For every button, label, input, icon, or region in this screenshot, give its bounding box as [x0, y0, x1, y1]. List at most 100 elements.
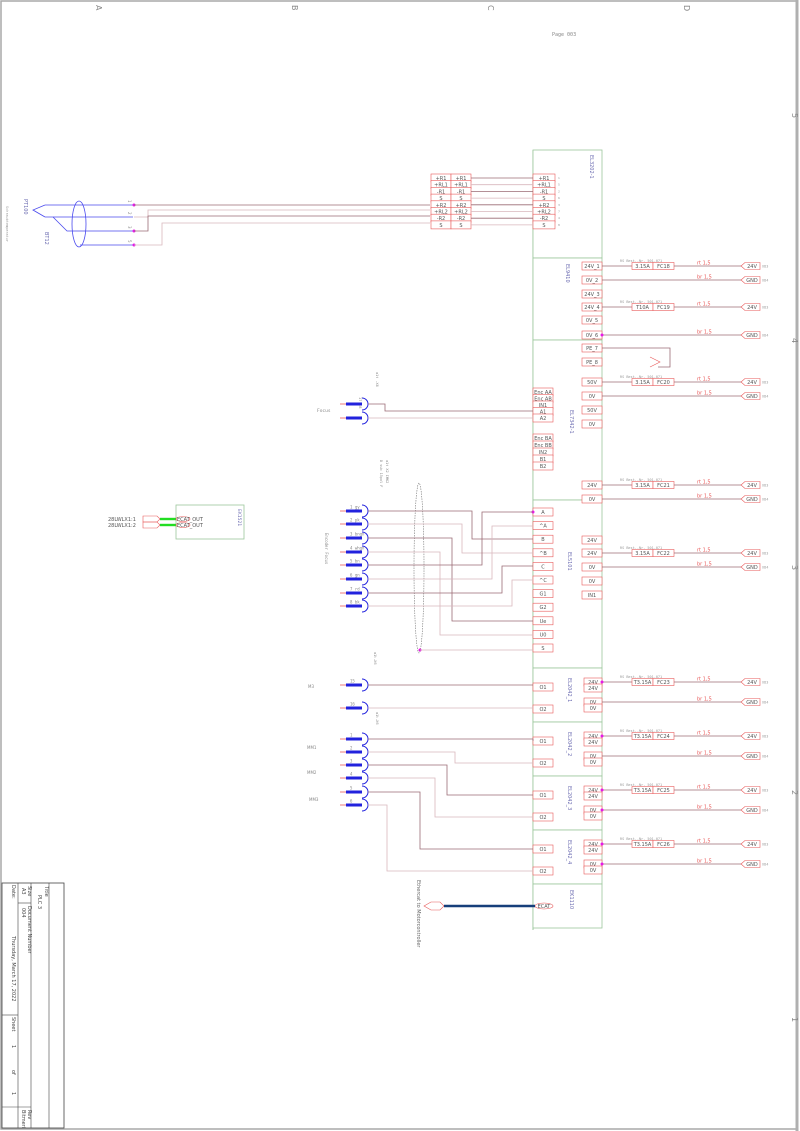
module-pin: 0V: [589, 579, 596, 585]
module-pin: A1: [540, 410, 547, 416]
module-pin-box: [581, 315, 603, 325]
rail-gnd-label: GND: [746, 565, 758, 571]
rail-24v-ref: XD3: [762, 306, 768, 310]
module-pin: 24V: [587, 551, 597, 557]
plug-pin-label: 5: [350, 786, 353, 791]
module-pin: O1: [539, 793, 546, 799]
module-id: EL3202-1: [588, 155, 594, 179]
size-value: A3: [20, 888, 26, 895]
module-pin-box: [581, 419, 603, 429]
plug-pin-label: 6: [350, 799, 353, 804]
encoder-label: Encoder Focus: [324, 533, 329, 565]
docnum-value: 004: [20, 908, 26, 918]
rail-gnd-label: GND: [746, 700, 758, 706]
module-pin: IN2: [539, 450, 547, 456]
module-pin: 0V: [590, 868, 597, 874]
encoder-cable-label-2: D sub 15pol F: [379, 460, 383, 487]
wire: [368, 523, 533, 554]
rail-24v-ref: XD3: [762, 789, 768, 793]
date-value: Thursday, March 17, 2022: [10, 935, 16, 1002]
module-pin-box: [532, 643, 554, 653]
wire: [368, 403, 533, 412]
rail-24v-label: 24V: [747, 734, 757, 740]
ek1521-input-1: 28LWLX1:1: [108, 517, 136, 523]
module-pin: G2: [539, 605, 546, 611]
module-pin-box: [583, 737, 603, 747]
pin-number: 8: [558, 223, 560, 227]
wire-spec: br 1,5: [697, 494, 712, 500]
fuse-rating: 3.15A: [635, 551, 650, 557]
junction-dot: [600, 788, 604, 792]
wire: [368, 551, 533, 636]
rail-24v-connector: [740, 262, 761, 270]
module-id: EL2042_2: [566, 732, 572, 756]
plug-socket: [361, 586, 369, 600]
module-pin: +RL2: [537, 210, 551, 216]
module-pin-box: [581, 576, 603, 586]
terminal-left: S: [439, 196, 442, 202]
terminal-right: +R1: [456, 176, 467, 182]
plug-pin-label: 3 bngn: [350, 532, 365, 537]
wire-spec: rt 1,5: [697, 480, 711, 486]
junction-dot: [600, 333, 604, 337]
module-id: EL2042_3: [566, 786, 572, 810]
module-pin: O2: [539, 761, 546, 767]
row-marker-1: 1: [790, 1017, 799, 1022]
wire: [368, 764, 533, 796]
focus-connector: Focus a1t -X6 17 18: [317, 372, 379, 414]
fuse-order-number: RS Best.-Nr. 501-071: [620, 675, 662, 679]
rail-gnd-connector: [740, 331, 761, 339]
ecat-out-port-1: [175, 516, 191, 522]
module-pin: Ue: [540, 619, 547, 625]
module-pin: O1: [539, 685, 546, 691]
fuse-name: FC20: [657, 380, 670, 386]
wire-spec: br 1,5: [697, 697, 712, 703]
module-pin: 0V: [589, 565, 596, 571]
module-id: EL2042_4: [566, 840, 572, 864]
terminal-right: +RL2: [454, 210, 468, 216]
rail-24v-label: 24V: [747, 483, 757, 489]
outputs-cable-b: a1t -X6: [375, 712, 379, 725]
encoder-shield-ellipse: [413, 482, 425, 654]
fuse-order-number: RS Best.-Nr. 501-071: [620, 375, 662, 379]
rail-gnd-ref: XD4: [762, 701, 768, 705]
module-pin: 50V: [587, 408, 597, 414]
module-id: EL9410: [564, 264, 570, 283]
terminal-left: -R1: [437, 189, 445, 195]
fuse-name: FC18: [657, 264, 670, 270]
rail-24v-ref: XD3: [762, 381, 768, 385]
rail-24v-connector: [740, 678, 761, 686]
module-pin: ^C: [539, 578, 547, 584]
wire: [368, 511, 533, 566]
plug-pin-label: 16: [350, 702, 355, 707]
focus-label: Focus: [317, 408, 331, 414]
module-pin: G1: [539, 592, 546, 598]
module-pin: 24V: [588, 686, 598, 692]
rail-gnd-connector: [740, 276, 761, 284]
terminal-left: +R2: [436, 203, 447, 209]
rail-24v-ref: XD3: [762, 484, 768, 488]
plug-pin-label: 1: [350, 733, 353, 738]
module-pin-box: [532, 630, 554, 639]
mm1-label: MM1: [307, 745, 317, 750]
fuse-order-number: RS Best.-Nr. 501-071: [620, 729, 662, 733]
module-pin: 24V: [587, 483, 597, 489]
module-pin: +R1: [539, 176, 550, 182]
module-pin: ^A: [539, 524, 547, 530]
ek1521-box: [175, 504, 245, 540]
wire: [134, 209, 430, 218]
wire-spec: rt 1,5: [697, 377, 711, 383]
plug-socket: [361, 732, 369, 746]
module-pin-box: [581, 357, 603, 367]
row-marker-5: 5: [790, 113, 799, 118]
module-pin: 24V_1: [584, 264, 599, 270]
focus-plugs: [340, 397, 533, 425]
wire-spec: br 1,5: [697, 805, 712, 811]
encoder-cable-label: a1t X2 IMK2: [385, 460, 389, 483]
module-pin-box: [532, 704, 554, 714]
module-pin: 0V: [590, 754, 597, 760]
module-pin: 24V: [588, 734, 598, 740]
